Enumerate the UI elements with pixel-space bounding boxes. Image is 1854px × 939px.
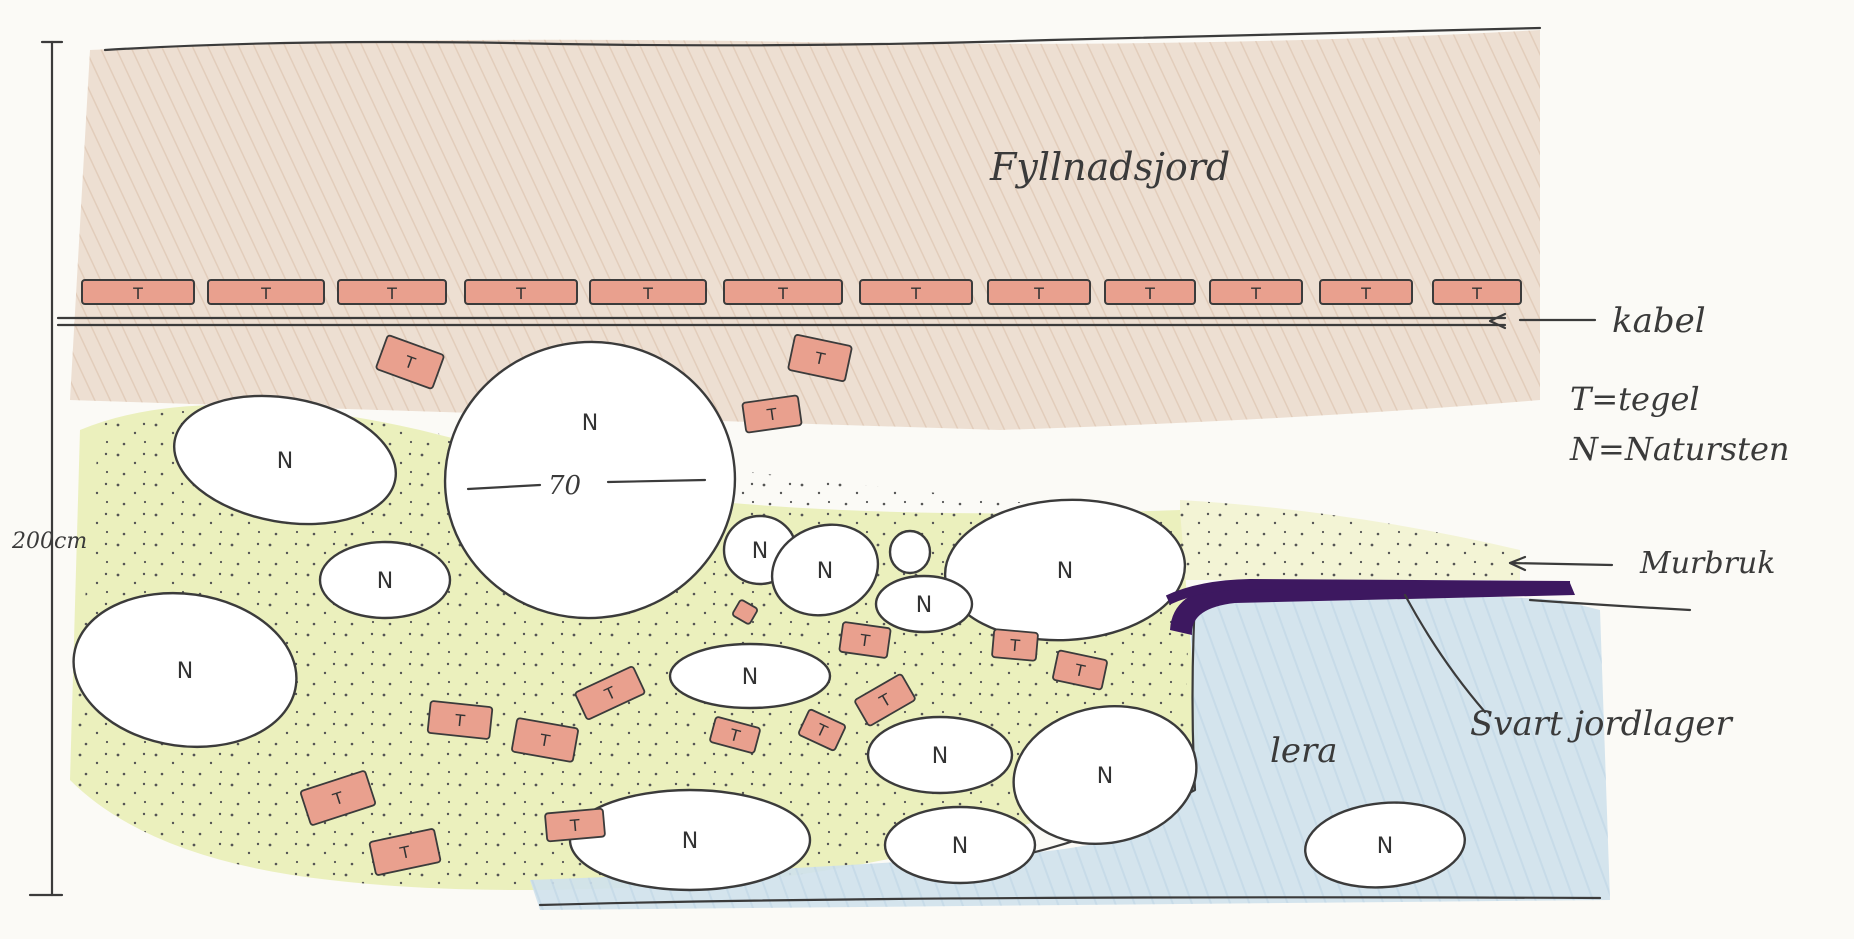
brick: T — [860, 280, 972, 304]
brick-label: T — [132, 284, 143, 303]
brick: T — [545, 809, 605, 842]
brick: T — [338, 280, 446, 304]
stone-label: N — [1377, 834, 1393, 859]
stone-label: N — [742, 665, 758, 690]
brick-label: T — [1144, 284, 1155, 303]
stone: N — [320, 542, 450, 618]
mortar-label: Murbruk — [1639, 546, 1775, 581]
brick: T — [988, 280, 1090, 304]
stone — [890, 531, 930, 573]
brick: T — [1320, 280, 1412, 304]
stone-label: N — [952, 834, 968, 859]
stone: N — [570, 790, 810, 890]
stone-label: N — [177, 659, 193, 684]
legend-stone: N=Natursten — [1569, 430, 1789, 468]
scale-label: 200cm — [11, 529, 87, 554]
brick-label: T — [1360, 284, 1371, 303]
brick-label: T — [1033, 284, 1044, 303]
brick: T — [1105, 280, 1195, 304]
brick: T — [1433, 280, 1521, 304]
mortar-annotation: Murbruk — [1510, 546, 1775, 581]
stone-label: N — [1097, 764, 1113, 789]
stone: N — [868, 717, 1012, 793]
black-soil-label: Svart jordlager — [1470, 704, 1734, 744]
brick-label: T — [777, 284, 788, 303]
brick-label: T — [1250, 284, 1261, 303]
brick: T — [1210, 280, 1302, 304]
brick-label: T — [642, 284, 653, 303]
brick: T — [465, 280, 577, 304]
fill-soil-label: Fyllnadsjord — [989, 145, 1230, 189]
brick: T — [839, 622, 891, 658]
brick-label: T — [453, 710, 466, 730]
stone-label: N — [377, 569, 393, 594]
brick: T — [590, 280, 706, 304]
brick-label: T — [260, 284, 271, 303]
stone-label: N — [752, 539, 768, 564]
stone-label: N — [817, 559, 833, 584]
brick-label: T — [1008, 636, 1021, 656]
stone: N — [670, 644, 830, 708]
stone-label: N — [1057, 559, 1073, 584]
stone-label: N — [682, 829, 698, 854]
legend-brick: T=tegel — [1570, 380, 1700, 418]
brick-label: T — [568, 816, 581, 836]
cable-label: kabel — [1612, 301, 1706, 341]
brick: T — [992, 629, 1038, 661]
stone-label: N — [916, 593, 932, 618]
stone: N — [885, 807, 1035, 883]
stone-size-label: 70 — [548, 471, 581, 501]
stone-label: N — [582, 411, 598, 436]
brick: T — [208, 280, 324, 304]
brick: T — [427, 701, 492, 739]
brick-label: T — [1471, 284, 1482, 303]
clay-label: lera — [1270, 731, 1338, 771]
brick-label: T — [910, 284, 921, 303]
stone-label: N — [932, 744, 948, 769]
brick-label: T — [386, 284, 397, 303]
stone-label: N — [277, 449, 293, 474]
stone: N — [876, 576, 972, 632]
brick: T — [82, 280, 194, 304]
brick-label: T — [515, 284, 526, 303]
brick: T — [724, 280, 842, 304]
